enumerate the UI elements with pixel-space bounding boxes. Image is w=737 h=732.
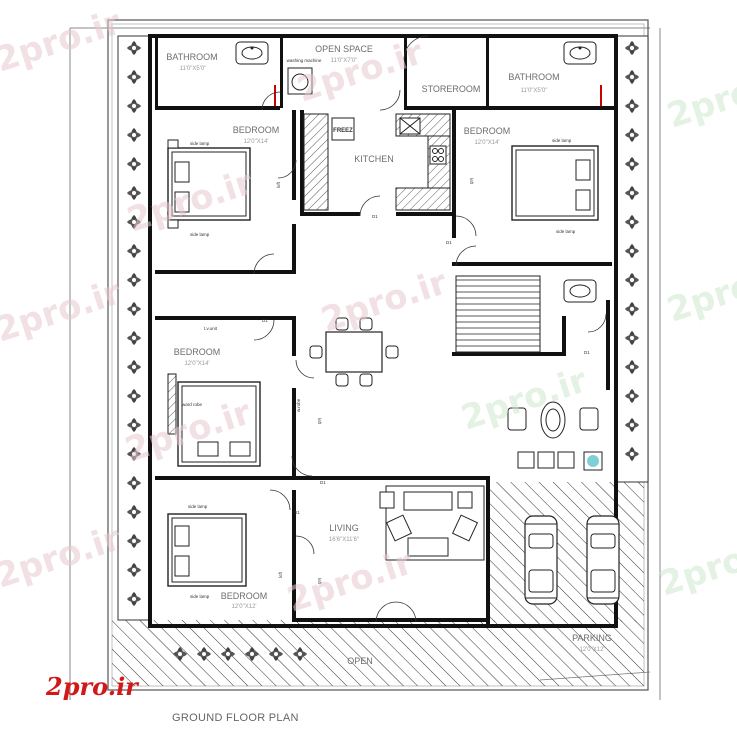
room-labels: BATHROOM 11'0"X5'0" OPEN SPACE 11'0"X7'0… <box>166 44 612 666</box>
loft-label-2: loft <box>469 178 474 185</box>
area-open: OPEN <box>347 656 373 666</box>
w-robe-label: w.robe <box>296 398 301 412</box>
watermark-1: 2pro.ir <box>0 2 126 80</box>
fixture-labels: washing machine side lamp side lamp side… <box>182 58 590 599</box>
watermark-6: 2pro.ir <box>316 262 452 340</box>
room-bathroom-left-dim: 11'0"X5'0" <box>180 66 207 72</box>
room-bedroom-bottom-left-dim: 12'0"X12' <box>231 604 256 610</box>
room-bedroom-top-left: BEDROOM <box>233 125 280 135</box>
site-logo: 2pro.ir <box>46 672 138 701</box>
side-lamp-label-2: side lamp <box>190 232 210 237</box>
washing-machine-label: washing machine <box>287 58 322 63</box>
room-bathroom-right-dim: 11'0"X5'0" <box>521 88 548 94</box>
room-bathroom-right: BATHROOM <box>508 72 559 82</box>
door-label-6: D1 <box>294 510 300 515</box>
bed-top-right <box>511 145 599 221</box>
room-open-space: OPEN SPACE <box>315 44 373 54</box>
room-storeroom: STOREROOM <box>422 84 481 94</box>
bed-mid-left <box>167 373 261 467</box>
watermark-5: 2pro.ir <box>0 272 126 350</box>
watermark-7: 2pro.ir <box>662 252 737 330</box>
room-bedroom-top-right: BEDROOM <box>464 126 511 136</box>
door-label-4: D1 <box>584 350 590 355</box>
loft-label-5: loft <box>317 578 322 585</box>
side-lamp-label-6: side lamp <box>190 594 210 599</box>
bathroom-fixtures <box>235 41 602 303</box>
room-bedroom-mid-left: BEDROOM <box>174 347 221 357</box>
side-lamp-label-1: side lamp <box>190 141 210 146</box>
loft-label-1: loft <box>276 181 281 188</box>
watermark-12: 2pro.ir <box>654 526 737 604</box>
side-lamp-label-3: side lamp <box>552 138 572 143</box>
loft-label-3: loft <box>317 418 322 425</box>
door-label-1: D1 <box>372 214 378 219</box>
room-living-dim: 16'6"X11'6" <box>329 537 359 543</box>
room-bedroom-bottom-left: BEDROOM <box>221 591 268 601</box>
room-open-space-dim: 11'0"X7'0" <box>331 58 358 64</box>
living-furniture <box>379 485 485 561</box>
freezer-label: FREEZ <box>333 128 353 134</box>
watermark-10: 2pro.ir <box>0 518 126 596</box>
bed-top-left <box>167 139 251 229</box>
door-label-2: D1 <box>262 318 268 323</box>
plan-title: GROUND FLOOR PLAN <box>172 712 299 724</box>
room-bedroom-top-right-dim: 12'0"X14' <box>474 140 499 146</box>
staircase <box>455 275 541 353</box>
door-label-3: D1 <box>446 240 452 245</box>
room-bathroom-left: BATHROOM <box>166 52 217 62</box>
loft-label-4: loft <box>278 571 283 578</box>
side-lamp-label-4: side lamp <box>556 229 576 234</box>
tv-unit-label: t.v.unit <box>204 326 218 331</box>
door-swings <box>253 35 607 623</box>
room-kitchen: KITCHEN <box>354 154 394 164</box>
watermark-3: 2pro.ir <box>662 58 737 136</box>
kitchen-counters: FREEZ <box>303 113 451 211</box>
dining-table <box>309 317 399 387</box>
lounge-furniture <box>507 401 603 471</box>
door-label-5: D1 <box>320 480 326 485</box>
building-walls <box>148 34 618 628</box>
ward-robe-label: ward robe <box>182 402 203 407</box>
room-bedroom-top-left-dim: 12'0"X14' <box>243 139 268 145</box>
room-living: LIVING <box>329 523 359 533</box>
room-parking-dim: 12'0"X12' <box>579 647 604 653</box>
watermark-11: 2pro.ir <box>282 542 418 620</box>
side-lamp-label-5: side lamp <box>188 504 208 509</box>
bed-bottom-left <box>167 513 247 587</box>
room-bedroom-mid-left-dim: 12'0"X14' <box>184 361 209 367</box>
room-parking: PARKING <box>572 633 612 643</box>
plant-strip-left <box>117 35 151 621</box>
